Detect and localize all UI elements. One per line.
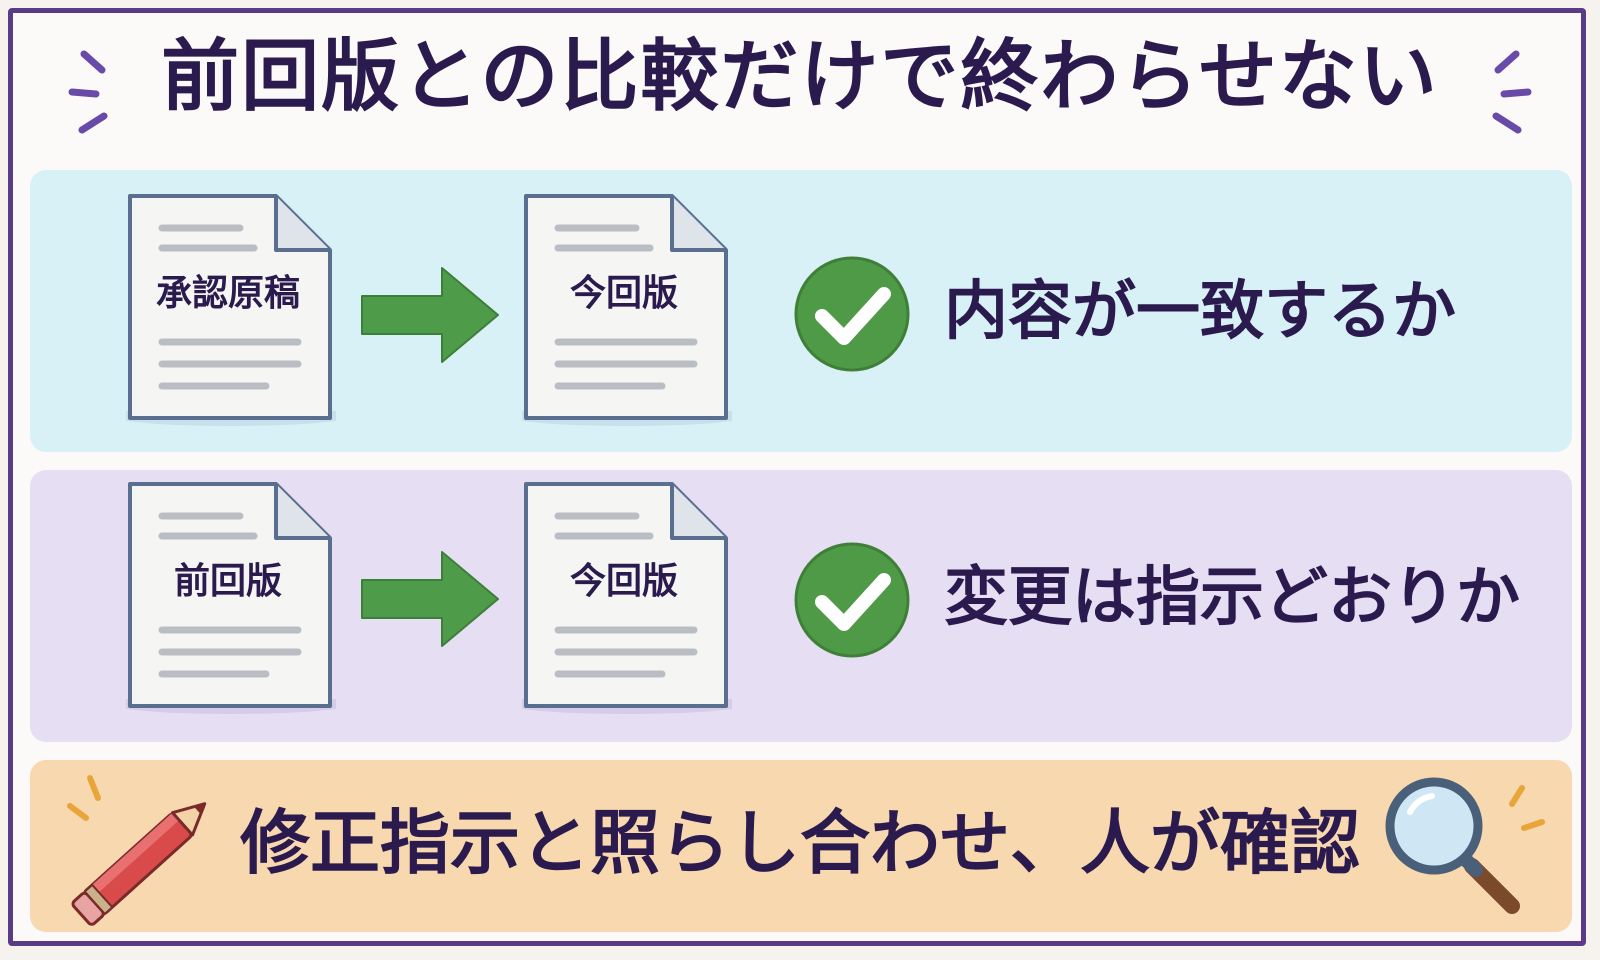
- document-label: 前回版: [173, 561, 282, 602]
- right-arrow-icon: [361, 551, 499, 647]
- left-sparkle-icon: [68, 50, 108, 134]
- approved-manuscript-document: 承認原稿: [126, 192, 336, 428]
- document-icon: [522, 194, 732, 426]
- document-icon: [126, 194, 336, 426]
- document-label: 今回版: [569, 273, 678, 314]
- right-sparkle-icon: [1492, 50, 1532, 134]
- document-label: 今回版: [569, 561, 678, 602]
- previous-version-document: 前回版: [126, 480, 336, 716]
- document-label: 承認原稿: [155, 273, 300, 314]
- document-icon: [126, 482, 336, 714]
- row-result-text: 変更は指示どおりか: [944, 561, 1520, 635]
- pencil-icon: [67, 775, 207, 926]
- current-version-document: 今回版: [522, 192, 732, 428]
- row-result-text: 内容が一致するか: [944, 275, 1456, 349]
- current-version-document: 今回版: [522, 480, 732, 716]
- footer-panel: [30, 760, 1572, 932]
- page-title: 前回版との比較だけで終わらせない: [161, 32, 1439, 122]
- checkmark-icon: [794, 542, 910, 658]
- right-arrow-icon: [361, 267, 499, 363]
- footer-text: 修正指示と照らし合わせ、人が確認: [240, 802, 1360, 884]
- checkmark-icon: [794, 256, 910, 372]
- document-icon: [522, 482, 732, 714]
- magnifier-icon: [1385, 777, 1545, 914]
